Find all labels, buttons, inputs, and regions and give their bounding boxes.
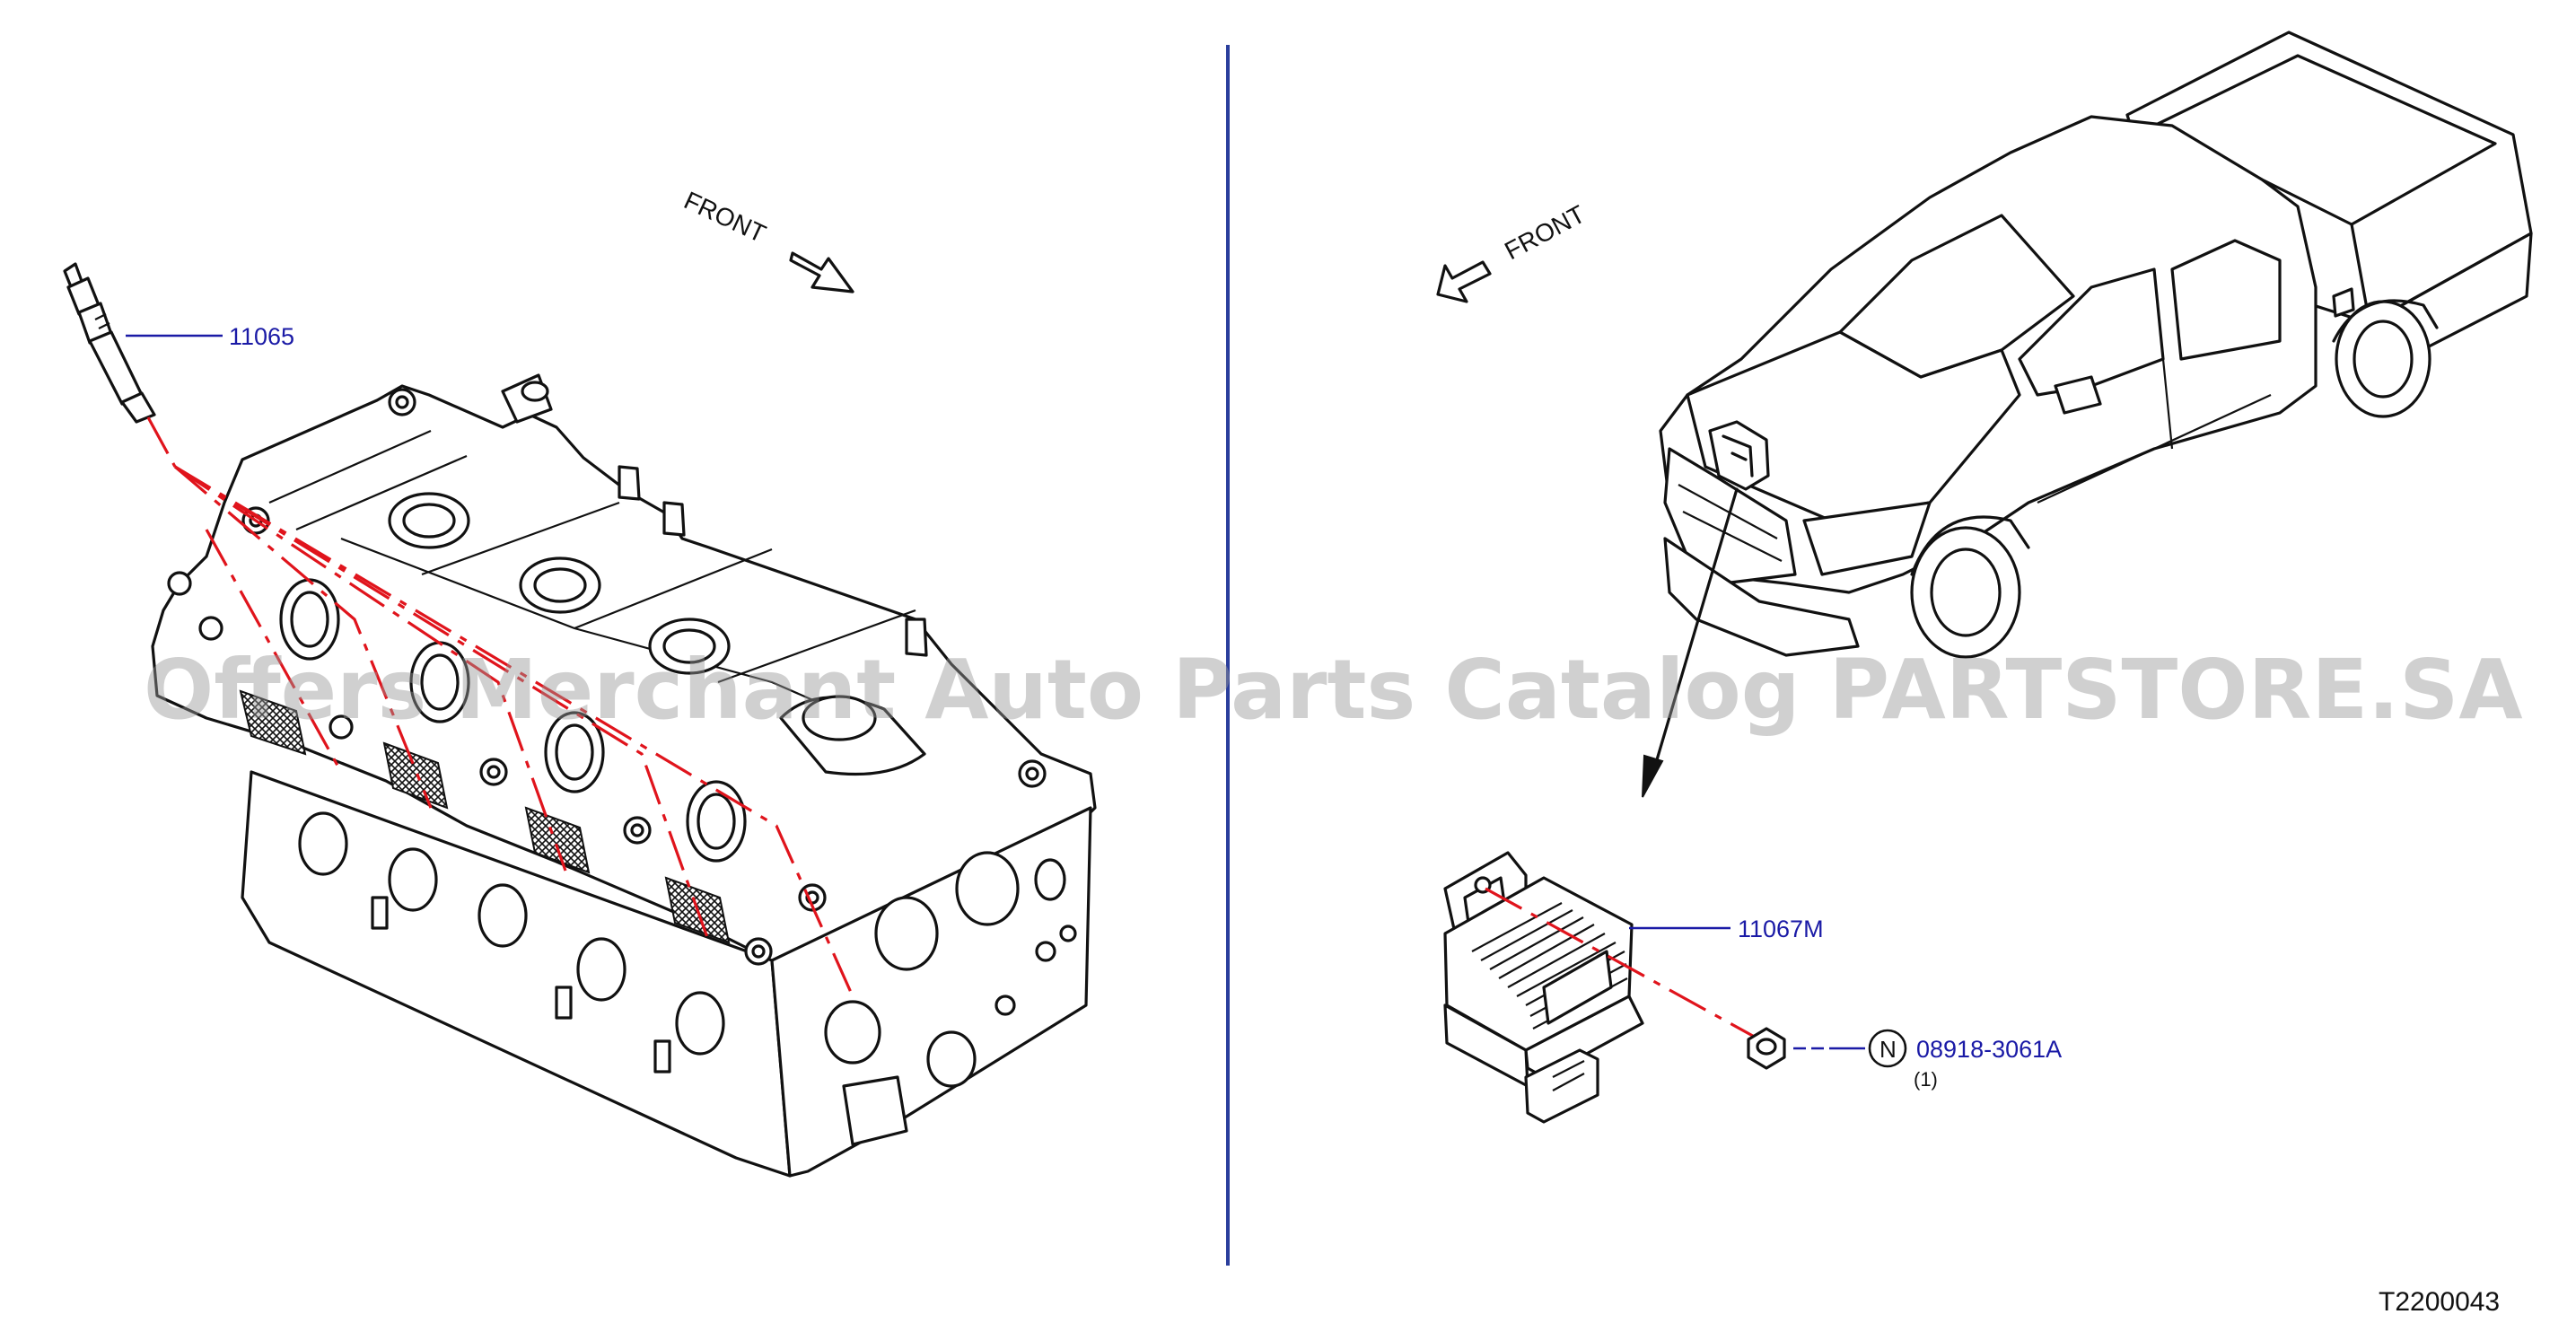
nut-symbol-circle [1868, 1029, 1907, 1068]
part-number-11065[interactable]: 11065 [229, 323, 294, 350]
glow-plug [63, 262, 156, 424]
part-number-11067M[interactable]: 11067M [1738, 916, 1824, 942]
part-quantity: (1) [1914, 1068, 1938, 1091]
glow-control-module [1443, 851, 1644, 1124]
pickup-truck [1659, 31, 2533, 659]
part-number-08918-3061A[interactable]: 08918-3061A [1916, 1036, 2062, 1063]
cylinder-head [151, 373, 1097, 1178]
location-pointer [1652, 487, 1739, 774]
front-label-left: FRONT [679, 186, 770, 248]
nut-centerline [1485, 887, 1760, 1041]
location-pointer-head [1642, 754, 1664, 798]
front-arrow-right: FRONT [1436, 200, 1590, 303]
mounting-nut [1747, 1027, 1786, 1070]
diagram-code: T2200043 [2379, 1287, 2500, 1317]
glow-plug-centerlines [146, 416, 854, 997]
front-arrow-left: FRONT [679, 186, 854, 294]
front-label-right: FRONT [1500, 200, 1590, 266]
nut-symbol: N [1879, 1036, 1897, 1063]
watermark: Offers Merchant Auto Parts Catalog PARTS… [144, 642, 2523, 738]
